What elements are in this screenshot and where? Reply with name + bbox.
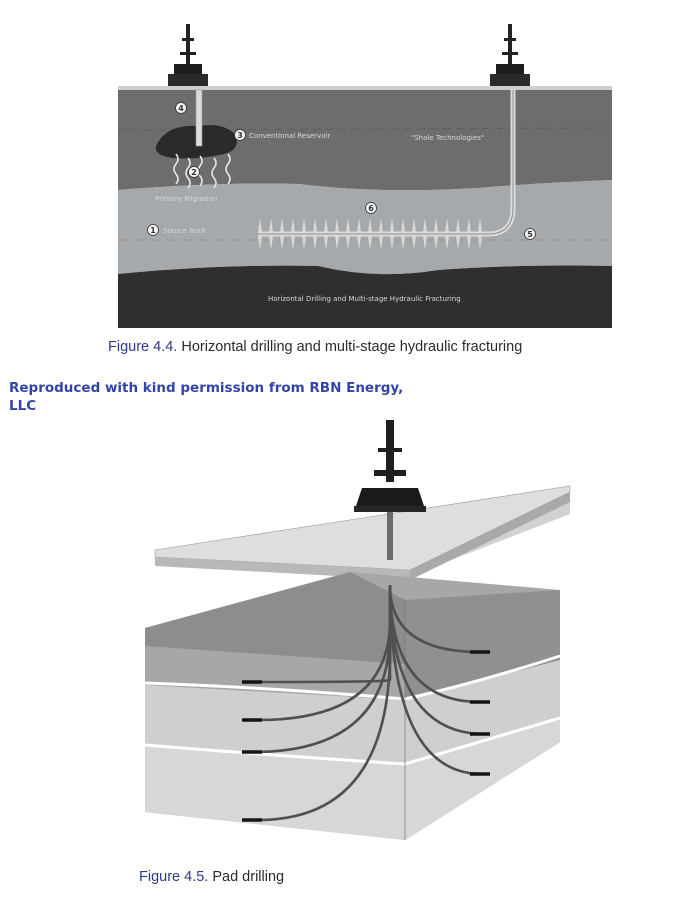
fracture-spike <box>368 236 372 250</box>
fracture-spike <box>401 236 405 250</box>
fracture-spike <box>357 236 361 250</box>
fracture-stages <box>258 218 482 250</box>
fracture-spike <box>390 236 394 250</box>
lateral-tips <box>242 650 490 822</box>
pad-drilling-diagram <box>144 420 571 840</box>
fracture-spike <box>335 236 339 250</box>
lower-strata <box>118 265 612 328</box>
fracture-spike <box>467 218 471 232</box>
fracture-spike <box>324 218 328 232</box>
label-horizontal-drilling: Horizontal Drilling and Multi-stage Hydr… <box>268 295 461 303</box>
marker-1: 1 <box>147 224 159 236</box>
horizontal-drilling-diagram: 4 3 2 1 6 5 Conventional Reservoir "Shal… <box>118 18 612 328</box>
fracture-spike <box>423 236 427 250</box>
fracture-spike <box>291 218 295 232</box>
credit-text: Reproduced with kind permission from RBN… <box>9 380 404 414</box>
svg-text:5: 5 <box>527 230 533 239</box>
marker-6: 6 <box>365 202 377 214</box>
svg-text:2: 2 <box>191 168 197 177</box>
svg-text:4: 4 <box>178 104 184 113</box>
figure-4-4-caption: Figure 4.4. Horizontal drilling and mult… <box>108 339 522 355</box>
fracture-spike <box>379 218 383 232</box>
fracture-spike <box>346 236 350 250</box>
caption-label: Figure 4.4. <box>108 339 178 355</box>
fracture-spike <box>478 236 482 250</box>
fracture-spike <box>434 236 438 250</box>
caption-text: Pad drilling <box>208 869 285 885</box>
fault-line-upper <box>144 654 561 701</box>
fracture-spike <box>379 236 383 250</box>
fracture-spike <box>368 218 372 232</box>
fracture-spike <box>478 218 482 232</box>
fracture-spike <box>258 218 262 232</box>
marker-4: 4 <box>175 102 187 114</box>
caption-label: Figure 4.5. <box>139 869 209 885</box>
right-drilling-rig <box>490 24 530 86</box>
fracture-spike <box>423 218 427 232</box>
lateral-wellbores <box>257 584 481 822</box>
fracture-spike <box>302 218 306 232</box>
fracture-spike <box>269 236 273 250</box>
label-source-rock: Source Rock <box>163 227 207 235</box>
fracture-spike <box>324 236 328 250</box>
fracture-spike <box>291 236 295 250</box>
fracture-spike <box>456 218 460 232</box>
fracture-spike <box>280 236 284 250</box>
fracture-spike <box>313 218 317 232</box>
fracture-spike <box>335 218 339 232</box>
left-wellbore <box>195 89 203 147</box>
marker-2: 2 <box>188 166 200 178</box>
svg-text:6: 6 <box>368 204 374 213</box>
fault-line-lower <box>144 716 561 766</box>
marker-3: 3 <box>234 129 246 141</box>
fracture-spike <box>302 236 306 250</box>
svg-text:3: 3 <box>237 131 243 140</box>
fracture-spike <box>401 218 405 232</box>
ground-surface <box>118 86 612 90</box>
label-shale-technologies: "Shale Technologies" <box>411 134 484 142</box>
label-conventional-reservoir: Conventional Reservoir <box>249 132 330 140</box>
fracture-spike <box>456 236 460 250</box>
label-primary-migration: Primary Migration <box>155 195 217 203</box>
figure-horizontal-drilling: 4 3 2 1 6 5 Conventional Reservoir "Shal… <box>118 18 612 328</box>
marker-5: 5 <box>524 228 536 240</box>
fracture-spike <box>280 218 284 232</box>
fracture-spike <box>412 236 416 250</box>
pad-drilling-rig <box>354 420 426 560</box>
fracture-spike <box>467 236 471 250</box>
fracture-spike <box>412 218 416 232</box>
figure-4-5-caption: Figure 4.5. Pad drilling <box>139 869 284 885</box>
fracture-spike <box>390 218 394 232</box>
source-rock-layer <box>118 180 612 275</box>
left-drilling-rig <box>168 24 208 147</box>
fracture-spike <box>357 218 361 232</box>
figure-pad-drilling <box>140 420 580 862</box>
fracture-spike <box>445 218 449 232</box>
fracture-spike <box>445 236 449 250</box>
upper-strata <box>118 90 612 191</box>
fracture-spike <box>434 218 438 232</box>
fracture-spike <box>313 236 317 250</box>
caption-text: Horizontal drilling and multi-stage hydr… <box>177 339 523 355</box>
fracture-spike <box>258 236 262 250</box>
fracture-spike <box>269 218 273 232</box>
svg-text:1: 1 <box>150 226 156 235</box>
fracture-spike <box>346 218 350 232</box>
